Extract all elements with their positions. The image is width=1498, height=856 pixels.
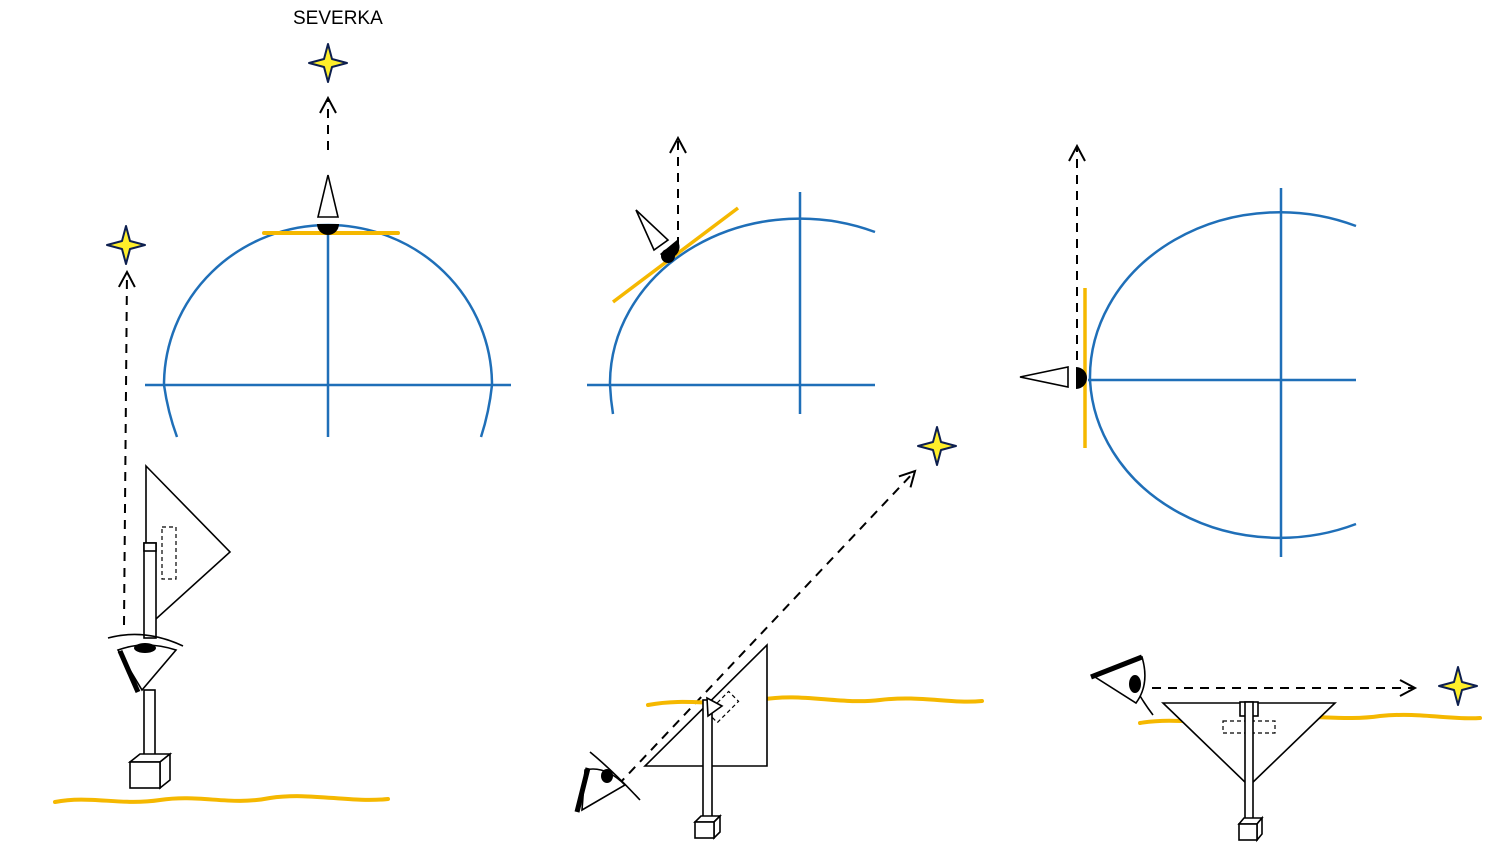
panel-mid-latitude [574, 135, 984, 840]
observer-pointer-icon [316, 174, 340, 218]
north-star-icon [308, 43, 348, 83]
plumb-rod [143, 542, 157, 639]
spirit-level [161, 526, 177, 580]
spirit-level [1222, 720, 1276, 734]
star-icon [1438, 666, 1478, 706]
eye-pupil [134, 643, 156, 653]
star-icon [106, 225, 146, 265]
ground-horizon [646, 695, 984, 707]
eye-pupil [1129, 675, 1141, 693]
eye-brow [1090, 654, 1143, 680]
eye-pupil [601, 769, 613, 783]
eye-lid [107, 633, 184, 647]
panel-equator [1019, 143, 1482, 843]
stand-base-cube [127, 752, 173, 790]
set-square-triangle [145, 464, 232, 630]
stand-rod [143, 689, 156, 757]
rod-cap [143, 542, 157, 552]
rod-cap [706, 696, 724, 718]
eye-lid [589, 751, 641, 801]
earth-outline [1088, 210, 1357, 540]
observer-pointer-icon [1019, 366, 1069, 388]
plumb-rod [702, 699, 713, 821]
north-star-label: SEVERKA [293, 8, 383, 29]
panel-north-pole: SEVERKA [53, 8, 511, 804]
star-icon [917, 426, 957, 466]
eye-brow [574, 767, 591, 813]
observer-dot [317, 224, 339, 235]
sight-line-diagonal [617, 469, 917, 786]
stand-base-cube [693, 814, 722, 840]
eye-brow [117, 649, 141, 694]
plumb-rod [1244, 701, 1254, 821]
sight-line-vertical [117, 269, 136, 626]
observer-pointer-icon [635, 209, 670, 252]
observer-dot-core [661, 249, 675, 263]
stand-base-cube [1237, 815, 1264, 843]
observer-dot [1076, 367, 1087, 389]
ground-horizon [53, 794, 390, 804]
